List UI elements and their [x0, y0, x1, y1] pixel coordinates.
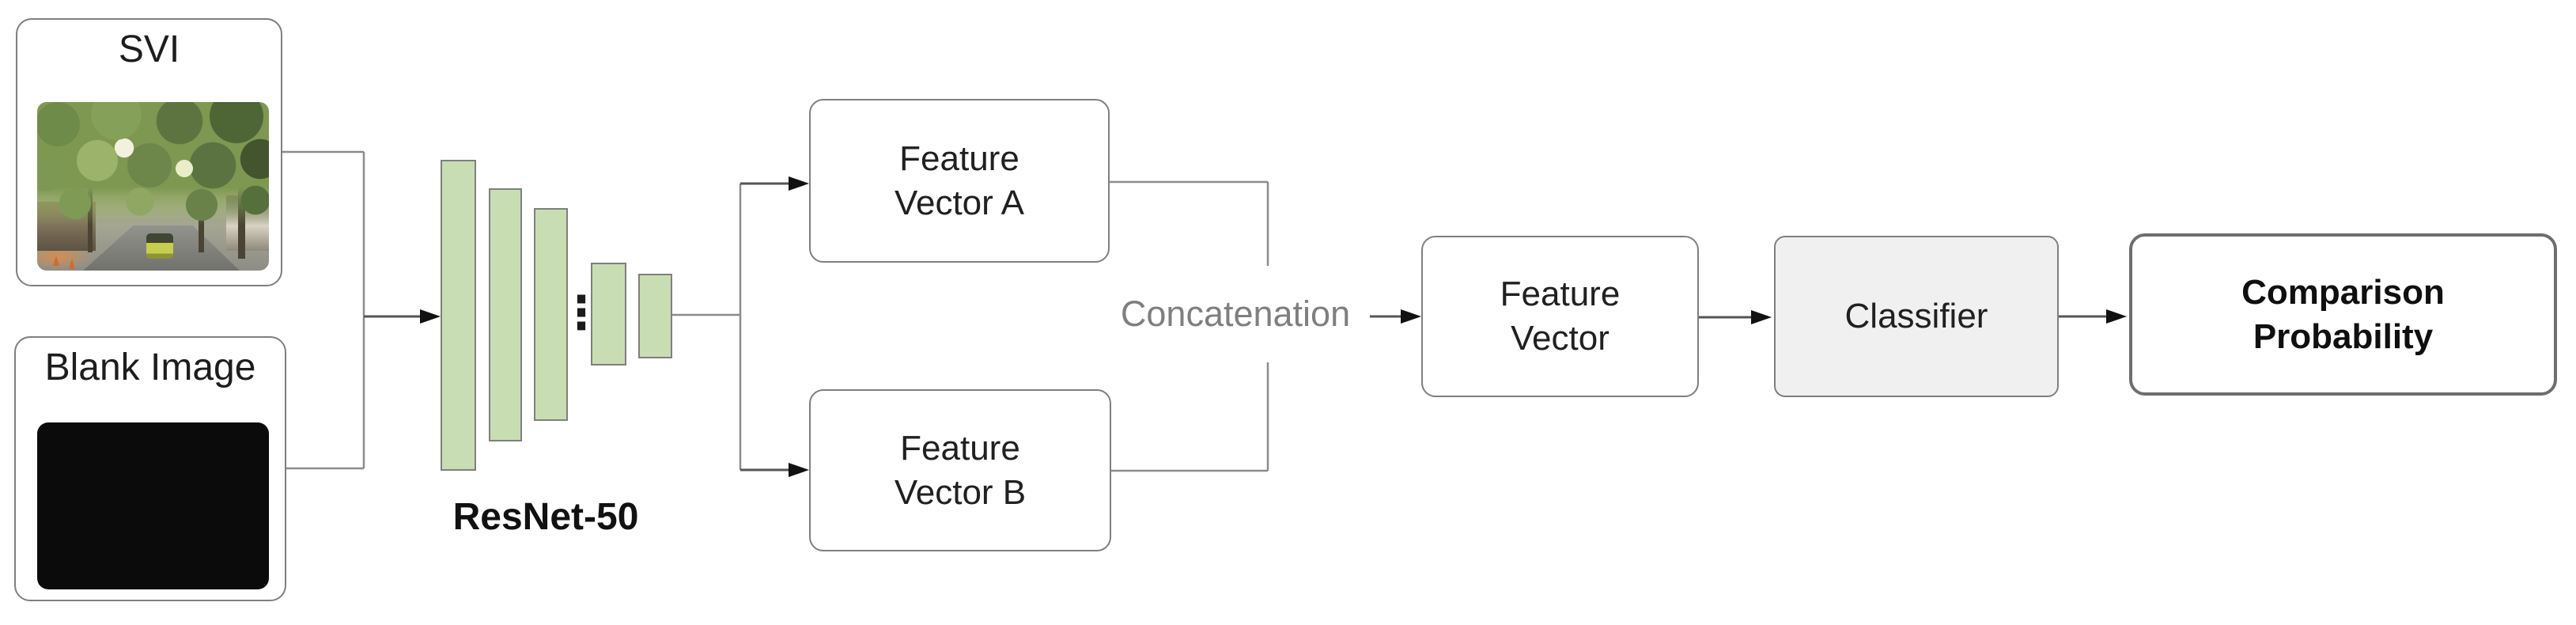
feature-vector-line2: Vector [1511, 319, 1610, 358]
arrowhead-to-classifier [1751, 310, 1772, 324]
feature-vector-a-line2: Vector A [895, 183, 1024, 222]
feature-vector-b-line2: Vector B [894, 472, 1027, 512]
resnet-layer-bar-4 [591, 263, 626, 366]
resnet-layer-bar-2 [489, 188, 522, 441]
street-view-image [37, 102, 269, 271]
traffic-cone [69, 259, 75, 269]
resnet-label: ResNet-50 [452, 496, 639, 538]
blank-image-rect [37, 422, 269, 589]
resnet-layer-bar-1 [441, 160, 476, 471]
classifier-label: Classifier [1844, 297, 1988, 335]
feature-vector-line1: Feature [1500, 275, 1621, 313]
feature-vector-box: Feature Vector [1421, 236, 1699, 397]
comparison-probability-box: Comparison Probability [2129, 233, 2557, 396]
tree-canopy [37, 102, 269, 229]
concatenation-label: Concatenation [1101, 266, 1370, 362]
arrowhead-to-feature-b [789, 463, 809, 477]
resnet-layer-bar-5 [638, 274, 672, 358]
blank-image-label: Blank Image [44, 347, 256, 388]
classifier-box: Classifier [1774, 236, 2059, 397]
arrowhead-to-output [2106, 309, 2127, 324]
arrowhead-to-feature-vector [1401, 309, 1421, 324]
resnet-layer-bar-3 [534, 208, 568, 421]
street-car [146, 233, 173, 259]
traffic-cone [53, 256, 59, 266]
arrowhead-to-resnet [420, 309, 441, 324]
feature-vector-b-line1: Feature [900, 428, 1020, 468]
feature-vector-b-box: Feature Vector B [809, 389, 1111, 551]
comparison-probability-line2: Probability [2253, 316, 2434, 356]
svi-label: SVI [118, 28, 180, 70]
blank-image-input-box: Blank Image [14, 336, 286, 601]
arrowhead-to-feature-a [789, 176, 809, 191]
feature-vector-a-line1: Feature [899, 138, 1019, 178]
comparison-probability-line1: Comparison [2241, 272, 2445, 312]
svi-input-box: SVI [16, 18, 282, 286]
feature-vector-a-box: Feature Vector A [809, 99, 1110, 263]
